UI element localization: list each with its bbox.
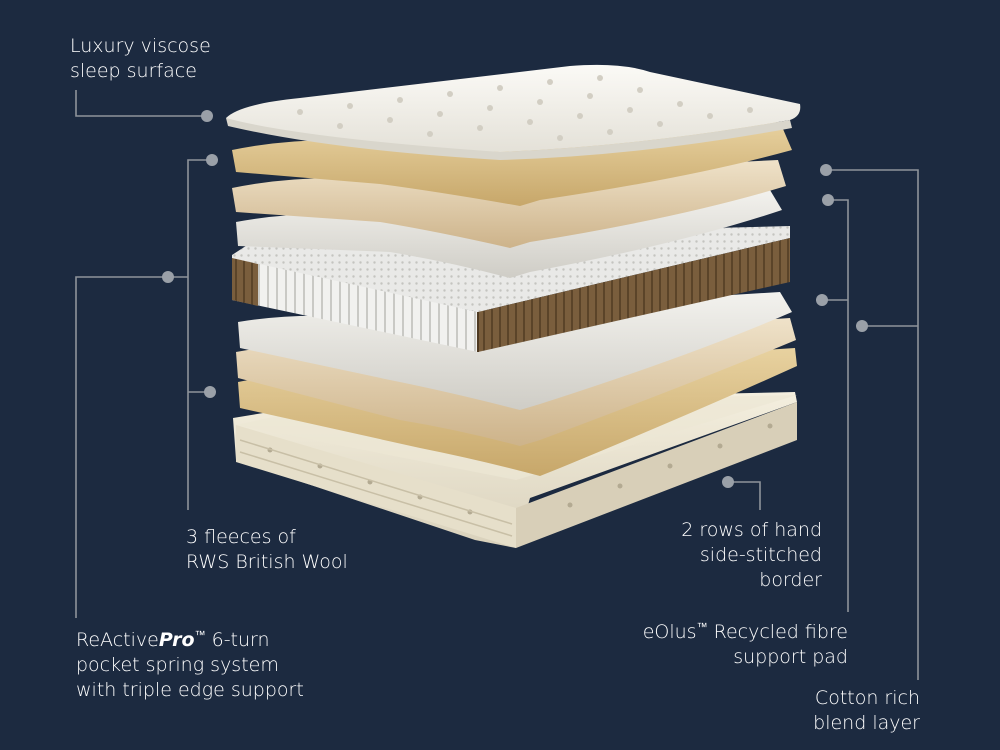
leader-wool	[187, 159, 212, 510]
label-eolus-line2: support pad	[733, 646, 848, 668]
label-wool: 3 fleeces of RWS British Wool	[186, 525, 348, 575]
leader-cotton	[826, 169, 919, 680]
spring-line1-rest: 6-turn	[205, 629, 270, 651]
label-wool-line2: RWS British Wool	[186, 551, 348, 573]
dot-cotton-lower	[856, 320, 868, 332]
label-border-line2: side-stitched	[699, 544, 822, 566]
label-spring: ReActivePro™ 6-turn pocket spring system…	[76, 628, 304, 703]
spring-brand-pro: Pro	[158, 629, 195, 651]
label-border-line1: 2 rows of hand	[681, 519, 822, 541]
dot-border	[722, 476, 734, 488]
leader-border	[728, 481, 761, 510]
label-cotton: Cotton rich blend layer	[813, 686, 920, 736]
label-cotton-line2: blend layer	[813, 712, 920, 734]
label-viscose-line2: sleep surface	[70, 60, 197, 82]
label-wool-line1: 3 fleeces of	[186, 526, 296, 548]
label-eolus: eOlus™ Recycled fibre support pad	[643, 620, 848, 670]
callout-dots	[162, 110, 868, 488]
label-viscose-line1: Luxury viscose	[70, 35, 211, 57]
label-border: 2 rows of hand side-stitched border	[681, 518, 822, 593]
leader-spring	[75, 276, 168, 618]
spring-trademark: ™	[194, 628, 206, 642]
spring-brand: ReActive	[76, 629, 159, 651]
dot-wool-top	[206, 154, 218, 166]
eolus-brand: eOlus	[642, 621, 697, 643]
dot-spring	[162, 271, 174, 283]
viscose-top-layer	[226, 64, 801, 160]
dot-viscose	[201, 110, 213, 122]
leader-viscose	[75, 90, 206, 117]
dot-cotton-top	[820, 164, 832, 176]
leader-lines	[75, 90, 919, 680]
dot-eolus-top	[822, 194, 834, 206]
dot-eolus-lower	[816, 294, 828, 306]
label-viscose: Luxury viscose sleep surface	[70, 34, 211, 84]
label-cotton-line1: Cotton rich	[814, 687, 920, 709]
label-spring-line3: with triple edge support	[76, 679, 304, 701]
label-spring-line2: pocket spring system	[76, 654, 279, 676]
label-border-line3: border	[759, 569, 822, 591]
leader-eolus	[828, 199, 849, 612]
label-spring-line1: ReActivePro™ 6-turn	[76, 628, 304, 653]
eolus-trademark: ™	[696, 620, 708, 634]
dot-wool-lower	[204, 386, 216, 398]
eolus-line1-rest: Recycled fibre	[707, 621, 848, 643]
label-eolus-line1: eOlus™ Recycled fibre	[643, 620, 848, 645]
